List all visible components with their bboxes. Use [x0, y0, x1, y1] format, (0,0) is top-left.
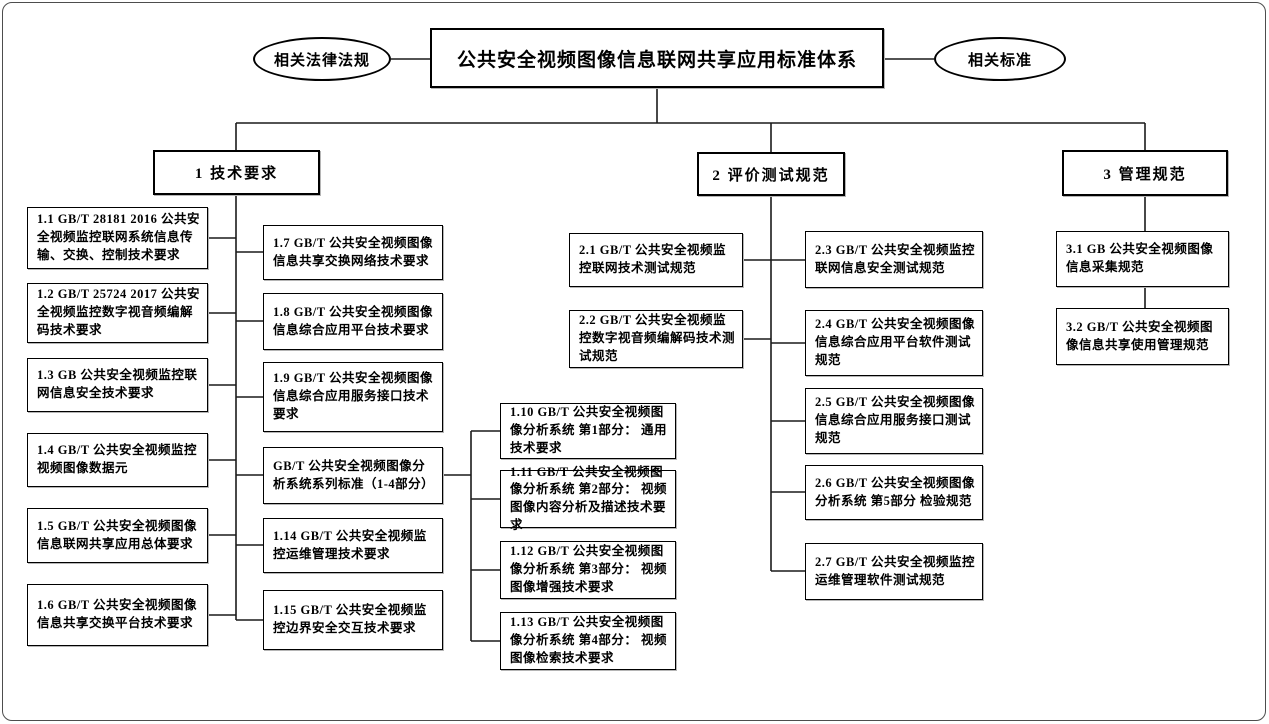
section-header-2: 2 评价测试规范: [697, 152, 845, 196]
standard-node-nser: GB/T 公共安全视频图像分析系统系列标准（1-4部分）: [263, 447, 443, 504]
standard-node-n111: 1.11 GB/T 公共安全视频图像分析系统 第2部分： 视频图像内容分析及描述…: [500, 465, 676, 532]
standard-node-n113: 1.13 GB/T 公共安全视频图像分析系统 第4部分： 视频图像检索技术要求: [500, 612, 676, 670]
standard-node-n14: 1.4 GB/T 公共安全视频监控视频图像数据元: [27, 433, 208, 487]
standard-node-n17: 1.7 GB/T 公共安全视频图像信息共享交换网络技术要求: [263, 225, 443, 280]
related-laws-ellipse: 相关法律法规: [253, 37, 391, 81]
standard-node-n110: 1.10 GB/T 公共安全视频图像分析系统 第1部分： 通用技术要求: [500, 403, 676, 459]
standard-node-n21: 2.1 GB/T 公共安全视频监控联网技术测试规范: [569, 233, 743, 287]
standard-node-n12: 1.2 GB/T 25724 2017 公共安全视频监控数字视音频编解码技术要求: [27, 283, 208, 343]
standard-node-n115: 1.15 GB/T 公共安全视频监控边界安全交互技术要求: [263, 590, 443, 650]
standard-node-n22: 2.2 GB/T 公共安全视频监控数字视音频编解码技术测试规范: [569, 310, 743, 368]
standard-node-n11: 1.1 GB/T 28181 2016 公共安全视频监控联网系统信息传输、交换、…: [27, 207, 208, 269]
standard-node-n13: 1.3 GB 公共安全视频监控联网信息安全技术要求: [27, 358, 208, 412]
related-standards-ellipse: 相关标准: [934, 37, 1066, 81]
standard-node-n16: 1.6 GB/T 公共安全视频图像信息共享交换平台技术要求: [27, 584, 208, 646]
main-title-box: 公共安全视频图像信息联网共享应用标准体系: [430, 28, 884, 88]
standard-node-n15: 1.5 GB/T 公共安全视频图像信息联网共享应用总体要求: [27, 508, 208, 563]
standard-node-n32: 3.2 GB/T 公共安全视频图像信息共享使用管理规范: [1056, 308, 1229, 365]
standard-node-n114: 1.14 GB/T 公共安全视频监控运维管理技术要求: [263, 518, 443, 573]
standard-node-n23: 2.3 GB/T 公共安全视频监控联网信息安全测试规范: [805, 231, 983, 288]
section-header-1: 1 技术要求: [153, 150, 320, 195]
standard-node-n24: 2.4 GB/T 公共安全视频图像信息综合应用平台软件测试规范: [805, 310, 983, 376]
standard-node-n26: 2.6 GB/T 公共安全视频图像分析系统 第5部分 检验规范: [805, 465, 983, 520]
standard-node-n27: 2.7 GB/T 公共安全视频监控运维管理软件测试规范: [805, 543, 983, 600]
standard-node-n112: 1.12 GB/T 公共安全视频图像分析系统 第3部分： 视频图像增强技术要求: [500, 541, 676, 599]
standard-node-n25: 2.5 GB/T 公共安全视频图像信息综合应用服务接口测试规范: [805, 388, 983, 454]
standard-node-n19: 1.9 GB/T 公共安全视频图像信息综合应用服务接口技术要求: [263, 362, 443, 432]
standard-node-n31: 3.1 GB 公共安全视频图像信息采集规范: [1056, 231, 1229, 287]
standard-node-n18: 1.8 GB/T 公共安全视频图像信息综合应用平台技术要求: [263, 293, 443, 350]
section-header-3: 3 管理规范: [1062, 150, 1228, 196]
